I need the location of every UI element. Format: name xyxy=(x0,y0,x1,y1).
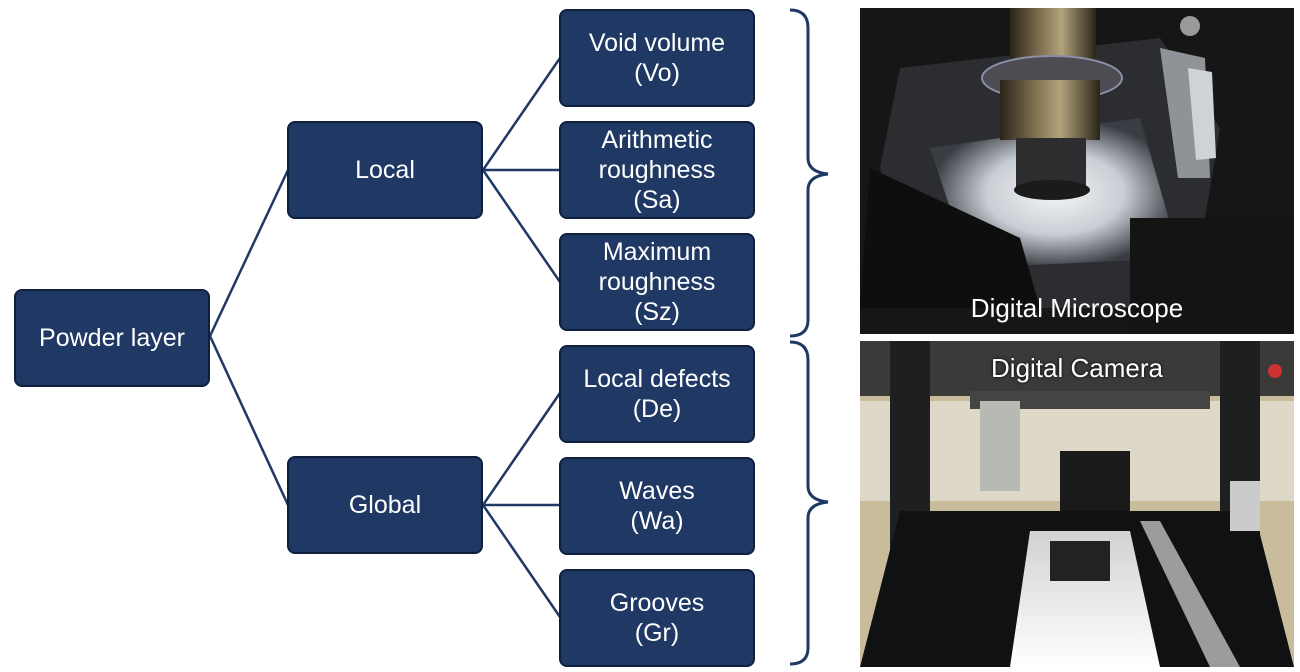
node-powder-layer-label: Powder layer xyxy=(39,324,185,352)
node-void-volume: Void volume (Vo) xyxy=(559,9,755,107)
microscope-illustration xyxy=(860,8,1294,334)
node-global: Global xyxy=(287,456,483,554)
leaf-line: roughness xyxy=(598,156,716,184)
node-local: Local xyxy=(287,121,483,219)
node-local-defects: Local defects (De) xyxy=(559,345,755,443)
leaf-line: Arithmetic xyxy=(601,126,713,154)
edge-global-gr xyxy=(481,504,562,618)
leaf-line: (Sa) xyxy=(633,186,681,214)
leaf-line: roughness xyxy=(598,268,716,296)
node-maximum-roughness: Maximum roughness (Sz) xyxy=(559,233,755,331)
node-grooves: Grooves (Gr) xyxy=(559,569,755,667)
leaf-line: Void volume xyxy=(588,29,726,57)
edge-root-local xyxy=(208,169,290,337)
node-global-label: Global xyxy=(348,491,422,519)
node-powder-layer: Powder layer xyxy=(14,289,210,387)
leaf-line: Local defects xyxy=(583,365,731,393)
brace-global xyxy=(789,340,829,666)
brace-local xyxy=(789,8,829,338)
node-arithmetic-roughness: Arithmetic roughness (Sa) xyxy=(559,121,755,219)
edge-local-sz xyxy=(481,169,562,283)
leaf-line: (De) xyxy=(632,395,682,423)
microscope-caption: Digital Microscope xyxy=(970,293,1184,323)
camera-illustration xyxy=(860,341,1294,667)
leaf-line: (Sz) xyxy=(634,298,680,326)
edge-local-vo xyxy=(481,57,562,171)
leaf-line: Grooves xyxy=(609,589,705,617)
edge-global-de xyxy=(481,392,562,506)
leaf-line: (Gr) xyxy=(634,619,680,647)
edge-root-global xyxy=(208,335,290,506)
node-waves: Waves (Wa) xyxy=(559,457,755,555)
leaf-line: Waves xyxy=(619,477,695,505)
leaf-line: (Vo) xyxy=(634,59,680,87)
camera-photo: Digital Camera xyxy=(860,341,1294,667)
camera-caption: Digital Camera xyxy=(991,353,1163,383)
node-local-label: Local xyxy=(355,156,415,184)
leaf-line: (Wa) xyxy=(630,507,684,535)
leaf-line: Maximum xyxy=(602,238,712,266)
microscope-photo: Digital Microscope xyxy=(860,8,1294,334)
